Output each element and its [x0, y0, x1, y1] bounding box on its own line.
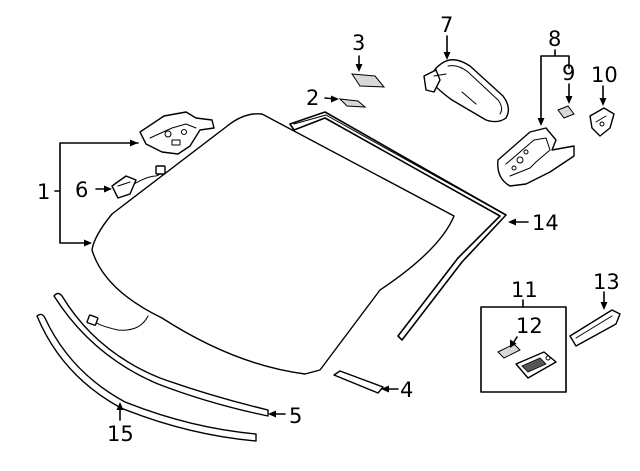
callout-12: 12 [516, 314, 543, 338]
rearview-mirror [423, 59, 510, 123]
callout-7: 7 [440, 13, 453, 37]
callout-8: 8 [548, 27, 561, 51]
callout-10: 10 [591, 63, 618, 87]
cover-9 [557, 105, 575, 119]
mirror-bracket [139, 111, 215, 155]
callout-2: 2 [306, 86, 319, 110]
lower-moulding [53, 292, 269, 417]
callout-9: 9 [562, 61, 575, 85]
glass-molding [289, 111, 507, 341]
callout-1: 1 [37, 180, 50, 204]
callout-4: 4 [400, 378, 413, 402]
cover-13 [569, 309, 621, 347]
callout-11: 11 [511, 278, 538, 302]
callout-3: 3 [352, 31, 365, 55]
pad-3 [351, 73, 386, 88]
pad-12 [497, 343, 521, 359]
outer-moulding [36, 313, 257, 442]
callout-13: 13 [593, 270, 620, 294]
callouts: 1 2 3 4 5 6 7 8 9 10 11 12 13 14 15 [37, 13, 620, 446]
callout-14: 14 [532, 211, 559, 235]
callout-5: 5 [289, 404, 302, 428]
windshield-glass [86, 113, 455, 375]
trim-4 [333, 370, 384, 394]
mirror-cover [497, 127, 575, 187]
rain-sensor [111, 165, 166, 199]
leader-lines [54, 35, 608, 421]
callout-6: 6 [75, 178, 88, 202]
clip-10 [589, 107, 615, 137]
pad-2 [338, 98, 367, 108]
callout-15: 15 [107, 422, 134, 446]
